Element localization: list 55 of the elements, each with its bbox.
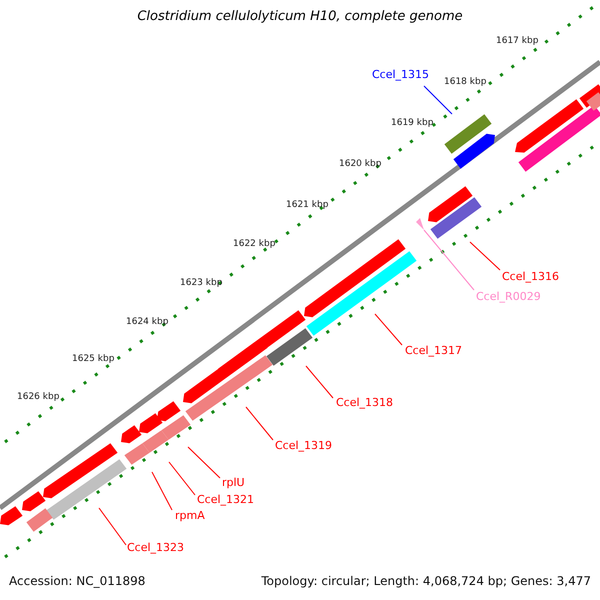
scale-label: 1624 kbp [126, 317, 168, 327]
leader-line [152, 472, 172, 510]
gene-block [453, 134, 495, 169]
leader-line [424, 230, 474, 290]
gene-block [304, 239, 406, 318]
scale-label: 1623 kbp [180, 278, 222, 288]
gene-block [515, 99, 584, 153]
leader-line [168, 462, 196, 496]
gene-bar [124, 443, 150, 465]
gene-label: Ccel_1319 [275, 439, 332, 452]
gene-label: rplU [222, 476, 245, 489]
leader-line [246, 406, 274, 440]
gene-label: Ccel_1317 [405, 344, 462, 357]
leader-line [98, 508, 126, 546]
gene-label: Ccel_1316 [502, 270, 560, 283]
gene-label: Ccel_1318 [336, 396, 394, 409]
gene-bar [430, 197, 482, 239]
gene-bar [586, 92, 600, 111]
leader-line [306, 366, 334, 398]
gene-block [121, 425, 142, 444]
scale-label: 1617 kbp [496, 36, 538, 46]
gene-bar [46, 459, 127, 520]
leader-line [424, 86, 452, 114]
gene-bar [142, 430, 169, 453]
gene-label: Ccel_R0029 [476, 290, 541, 303]
scale-label: 1625 kbp [72, 354, 114, 364]
scale-label: 1620 kbp [339, 159, 382, 169]
gene-block [157, 401, 181, 422]
gene-block [43, 443, 118, 498]
gene-bar [26, 508, 53, 532]
gene-label: Ccel_1321 [197, 493, 254, 506]
scale-label: 1622 kbp [233, 239, 276, 249]
leader-line [470, 242, 500, 270]
leader-line [374, 314, 402, 346]
scale-label: 1621 kbp [286, 200, 328, 210]
gene-block [139, 413, 163, 434]
gene-label: Ccel_1315 [372, 68, 430, 81]
gene-block [22, 491, 46, 512]
scale-label: 1618 kbp [444, 77, 486, 87]
scale-label: 1626 kbp [17, 392, 60, 402]
accession-text: Accession: NC_011898 [9, 574, 146, 588]
leader-line [188, 446, 220, 478]
gene-bar [161, 415, 191, 440]
gene-bar [266, 328, 313, 366]
gene-bar [306, 251, 417, 336]
gene-block [0, 506, 23, 526]
scale-label: 1619 kbp [391, 118, 434, 128]
title: Clostridium cellulolyticum H10, complete genome [136, 9, 464, 24]
gene-label: rpmA [175, 509, 205, 522]
gene-block [428, 186, 473, 222]
gene-label: Ccel_1323 [127, 541, 184, 554]
gene-bar [444, 114, 492, 154]
gene-marker [416, 218, 424, 230]
genome-info-text: Topology: circular; Length: 4,068,724 bp; Genes: 3,477 [261, 574, 591, 588]
gene-bar [518, 105, 600, 172]
